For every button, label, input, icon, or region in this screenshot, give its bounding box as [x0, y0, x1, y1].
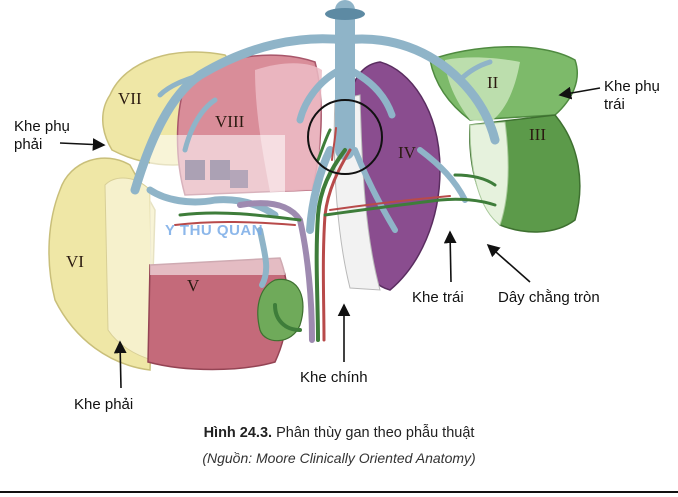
vena-cava-top — [325, 8, 365, 20]
portal-triad — [174, 127, 497, 343]
segment-iii-face — [469, 121, 509, 226]
label-left-fissure: Khe trái — [412, 289, 464, 306]
label-left-accessory-fissure: Khe phụ trái — [604, 78, 660, 113]
label-round-ligament: Dây chằng tròn — [498, 289, 600, 306]
figure-source: (Nguồn: Moore Clinically Oriented Anatom… — [202, 450, 476, 466]
segment-label-ii: II — [487, 73, 499, 92]
segment-label-iv: IV — [398, 143, 416, 162]
segment-vi-cut-face — [104, 177, 153, 361]
hepatic-veins — [130, 0, 500, 288]
watermark-logo-b — [210, 160, 230, 180]
watermark-text: Y THU QUAN — [165, 222, 264, 239]
segment-label-iii: III — [529, 125, 546, 144]
gallbladder-shape — [257, 278, 304, 342]
segment-label-v: V — [187, 276, 200, 295]
watermark-logo-a — [185, 160, 205, 180]
segment-label-vi: VI — [66, 252, 84, 271]
pointer-arrows — [59, 86, 601, 389]
segment-label-vii: VII — [118, 89, 142, 108]
bottom-rule — [0, 491, 678, 493]
liver-segments-diagram — [48, 0, 601, 389]
highlight-circle — [307, 99, 383, 175]
figure-caption: Hình 24.3. Phân thùy gan theo phẫu thuật — [0, 425, 678, 441]
label-main-fissure: Khe chính — [300, 369, 368, 386]
label-right-fissure: Khe phải — [74, 396, 134, 413]
segment-label-viii: VIII — [215, 112, 245, 131]
watermark-logo-c — [230, 170, 248, 188]
figure-title: Phân thùy gan theo phẫu thuật — [276, 425, 475, 441]
figure-number: Hình 24.3. — [203, 425, 273, 441]
label-right-accessory-fissure: Khe phụ phải — [14, 118, 70, 153]
